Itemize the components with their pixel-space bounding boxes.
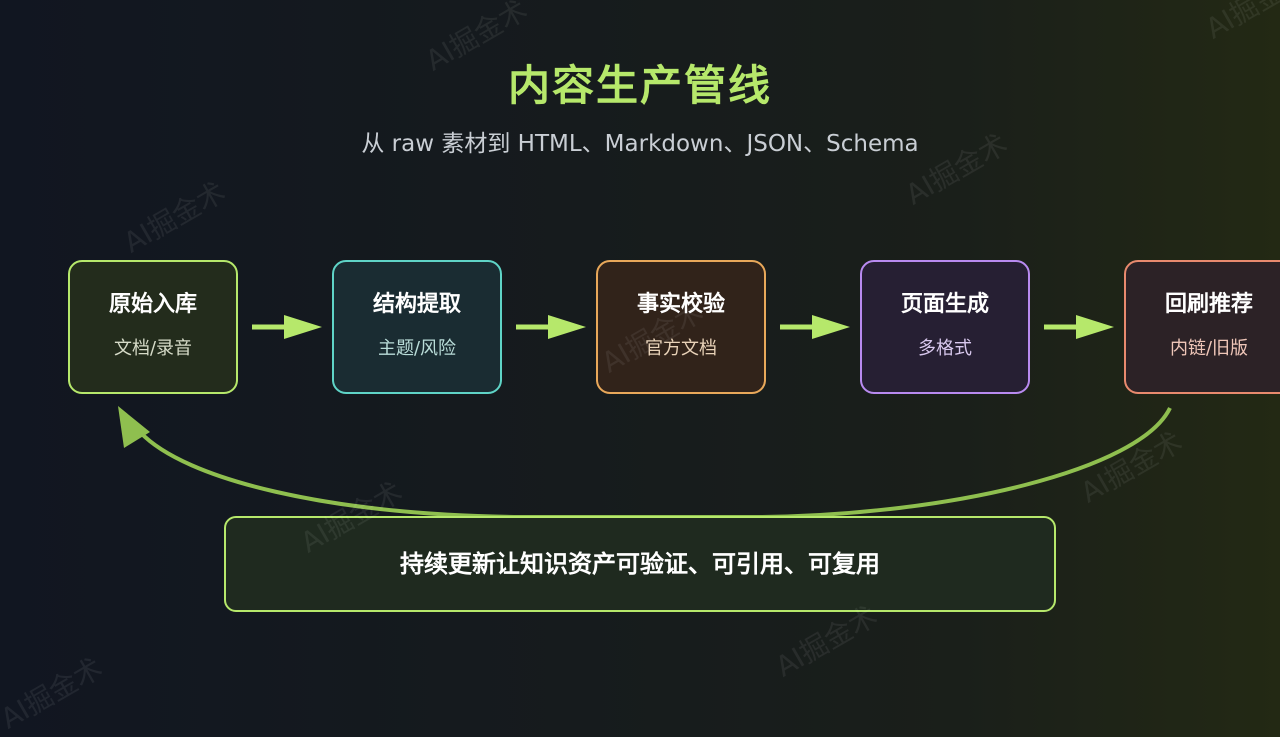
stage-ingest: 原始入库 文档/录音: [68, 260, 238, 394]
stage-desc: 官方文档: [645, 338, 717, 359]
stage-name: 事实校验: [636, 292, 725, 317]
stage-desc: 文档/录音: [113, 338, 193, 359]
arrow-3-4: [780, 315, 850, 339]
stage-generate: 页面生成 多格式: [860, 260, 1030, 394]
page-title: 内容生产管线: [507, 61, 772, 110]
stage-name: 原始入库: [108, 292, 197, 317]
summary-callout: 持续更新让知识资产可验证、可引用、可复用: [224, 516, 1056, 612]
stage-name: 回刷推荐: [1164, 292, 1253, 317]
arrow-1-2: [252, 315, 322, 339]
stage-desc: 内链/旧版: [1169, 338, 1249, 359]
watermark: AI掘金术: [117, 175, 231, 260]
stage-desc: 多格式: [918, 338, 972, 359]
watermark: AI掘金术: [0, 651, 108, 736]
watermark: AI掘金术: [1199, 0, 1280, 46]
stage-extract: 结构提取 主题/风险: [332, 260, 502, 394]
page-subtitle: 从 raw 素材到 HTML、Markdown、JSON、Schema: [361, 131, 919, 157]
arrow-4-5: [1044, 315, 1114, 339]
stage-name: 页面生成: [900, 292, 989, 317]
stage-desc: 主题/风险: [377, 338, 457, 359]
stage-verify: 事实校验 官方文档: [596, 260, 766, 394]
arrow-2-3: [516, 315, 586, 339]
stage-name: 结构提取: [372, 292, 461, 317]
feedback-loop-arrow: [118, 406, 1172, 519]
stage-refresh: 回刷推荐 内链/旧版: [1124, 260, 1280, 394]
watermark: AI掘金术: [1074, 425, 1188, 510]
